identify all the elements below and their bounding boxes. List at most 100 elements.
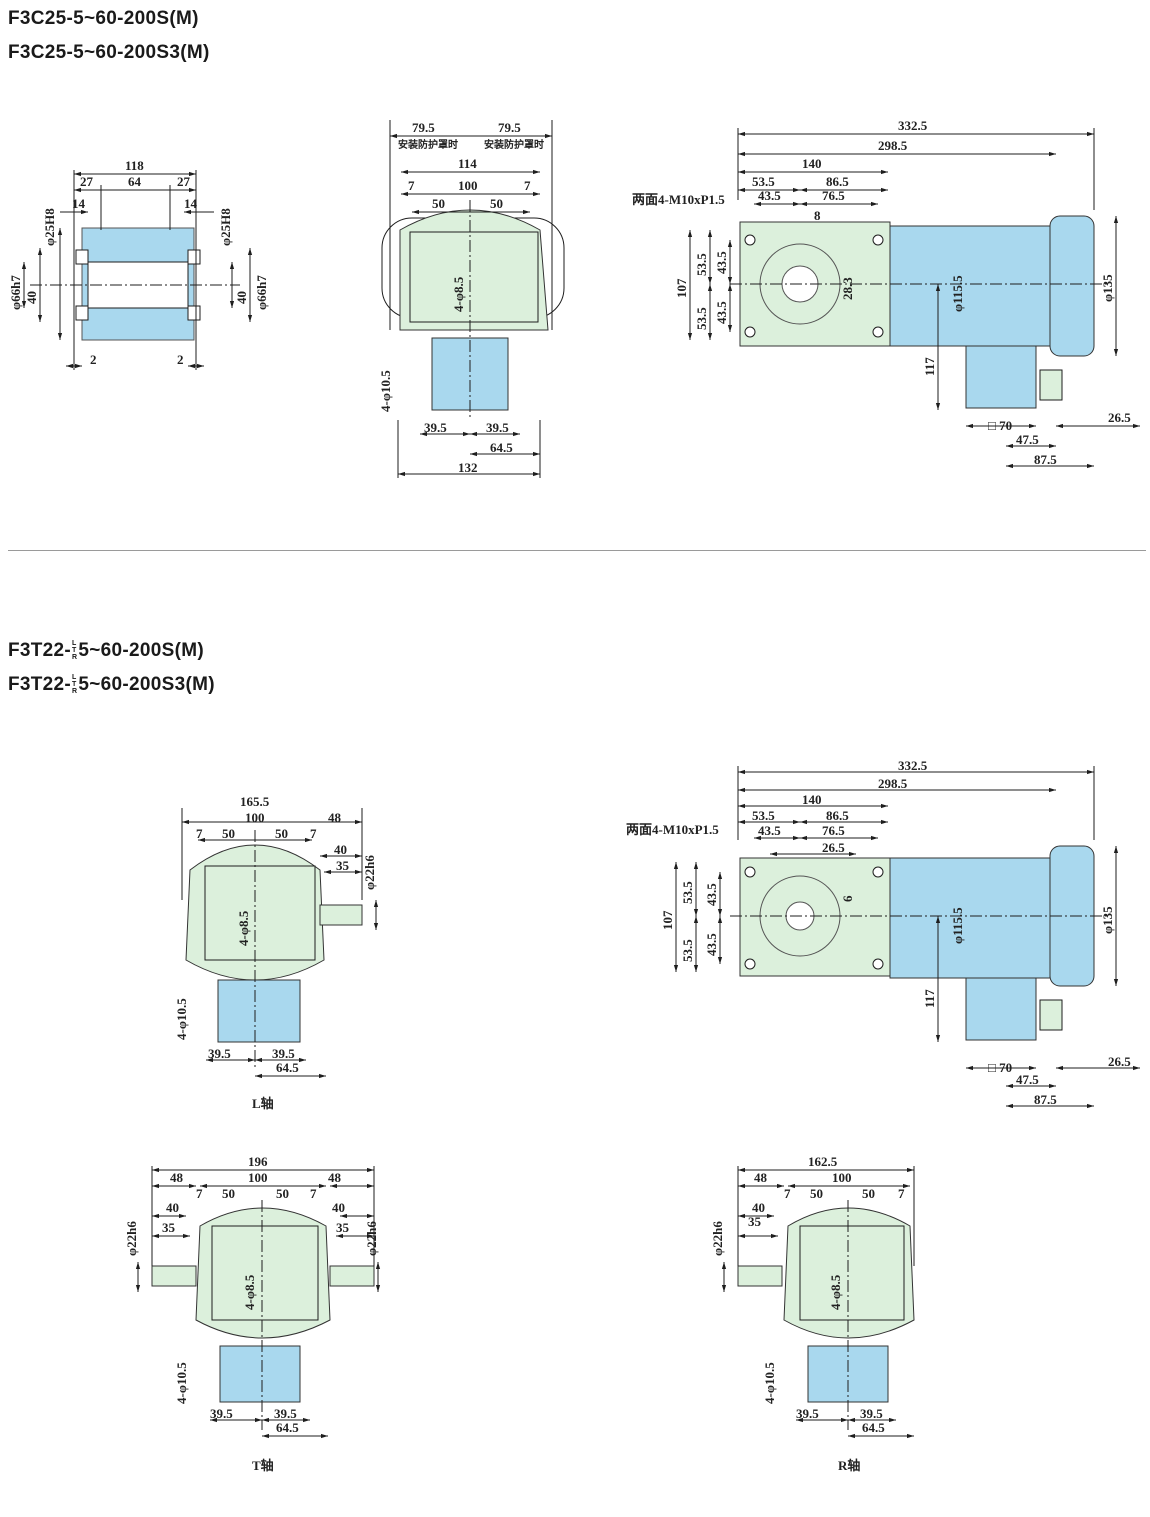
dim-50-l-right: 50 (275, 826, 288, 841)
dim-135-b: φ135 (1100, 906, 1115, 934)
frac-r: R (72, 688, 78, 696)
dim-2-left: 2 (90, 352, 97, 367)
dim-22h6-l: φ22h6 (362, 855, 377, 890)
dim-39-5-t-left: 39.5 (210, 1406, 233, 1421)
label-l-axis: L轴 (252, 1096, 274, 1111)
dim-39-5-l-right: 39.5 (272, 1046, 295, 1061)
dim-4-10-5-t: 4-φ10.5 (174, 1362, 189, 1404)
dim-35-t-left: 35 (162, 1220, 176, 1235)
dim-7-t-left: 7 (196, 1186, 203, 1201)
label-r-axis: R轴 (838, 1458, 860, 1473)
dim-43-5: 43.5 (758, 188, 781, 203)
dim-7-r-right: 7 (898, 1186, 905, 1201)
dim-27-left: 27 (80, 174, 94, 189)
frac-t: T (72, 647, 77, 655)
section1-title-line1: F3C25-5~60-200S(M) (8, 8, 199, 29)
dim-298-5: 298.5 (878, 138, 908, 153)
dim-86-5-b: 86.5 (826, 808, 849, 823)
dim-25H8-right: φ25H8 (218, 208, 233, 246)
dim-35-r: 35 (748, 1214, 762, 1229)
dim-39-5-left: 39.5 (424, 420, 447, 435)
dim-43-5-b-lower: 43.5 (704, 933, 719, 956)
dim-114: 114 (458, 156, 477, 171)
dim-64-5-r: 64.5 (862, 1420, 885, 1435)
title-prefix: F3T22- (8, 640, 72, 661)
dim-298-5-b: 298.5 (878, 776, 908, 791)
dim-7-l-right: 7 (310, 826, 317, 841)
dim-100: 100 (458, 178, 478, 193)
dim-76-5: 76.5 (822, 188, 845, 203)
dim-48-t-right: 48 (328, 1170, 342, 1185)
dim-2-right: 2 (177, 352, 184, 367)
dim-64-5-l: 64.5 (276, 1060, 299, 1075)
dim-53-5-b: 53.5 (752, 808, 775, 823)
label-t-axis: T轴 (252, 1458, 274, 1473)
dim-6-b: 6 (840, 895, 855, 902)
side-view-bottom (673, 766, 1140, 1109)
dim-66h7-right: φ66h7 (254, 275, 269, 310)
hollow-shaft-view (21, 170, 253, 370)
dim-118: 118 (125, 158, 144, 173)
dim-115-5: φ115.5 (950, 275, 965, 312)
dim-7-left: 7 (408, 178, 415, 193)
dim-135: φ135 (1100, 274, 1115, 302)
dim-43-5-b-upper: 43.5 (704, 883, 719, 906)
dim-196: 196 (248, 1154, 268, 1169)
title-suffix: 5~60-200S3(M) (78, 674, 215, 695)
dim-25H8-left: φ25H8 (42, 208, 57, 246)
dim-107: 107 (674, 278, 689, 298)
dim-26-5-b-top: 26.5 (822, 840, 845, 855)
dim-7-r-left: 7 (784, 1186, 791, 1201)
dim-14-left: 14 (72, 196, 86, 211)
dim-26-5-b: 26.5 (1108, 1054, 1131, 1069)
dim-27-right: 27 (177, 174, 191, 189)
dim-35-l: 35 (336, 858, 350, 873)
dim-48-t-left: 48 (170, 1170, 184, 1185)
dim-35-t-right: 35 (336, 1220, 350, 1235)
dim-53-5-b-lower: 53.5 (680, 939, 695, 962)
dim-117: 117 (922, 357, 937, 376)
dim-87-5: 87.5 (1034, 452, 1057, 467)
dim-39-5-l-left: 39.5 (208, 1046, 231, 1061)
side-view-top (687, 128, 1140, 469)
dim-sq70: □ 70 (988, 418, 1012, 433)
dim-50-r-right: 50 (862, 1186, 875, 1201)
dim-8: 8 (814, 208, 821, 223)
dim-64-5: 64.5 (490, 440, 513, 455)
dim-4-8-5-l: 4-φ8.5 (236, 910, 251, 946)
frac-l: L (72, 640, 77, 648)
dim-79-5-left: 79.5 (412, 120, 435, 135)
dim-sq70-b: □ 70 (988, 1060, 1012, 1075)
dim-53-5-b-upper: 53.5 (680, 881, 695, 904)
dim-117-b: 117 (922, 989, 937, 1008)
dim-39-5-t-right: 39.5 (274, 1406, 297, 1421)
dim-100-t: 100 (248, 1170, 268, 1185)
dim-47-5-b: 47.5 (1016, 1072, 1039, 1087)
dim-4-10-5-l: 4-φ10.5 (174, 998, 189, 1040)
dim-79-5-right: 79.5 (498, 120, 521, 135)
dim-4-10-5-r: 4-φ10.5 (762, 1362, 777, 1404)
dim-50-left: 50 (432, 196, 445, 211)
dim-50-t-right: 50 (276, 1186, 289, 1201)
t-axis-view (135, 1166, 381, 1439)
dim-40-t-left: 40 (166, 1200, 179, 1215)
dim-76-5-b: 76.5 (822, 823, 845, 838)
front-view-top (381, 120, 565, 478)
dim-50-t-left: 50 (222, 1186, 235, 1201)
dim-39-5-right: 39.5 (486, 420, 509, 435)
dim-107-b: 107 (660, 910, 675, 930)
dim-22h6-t-right: φ22h6 (364, 1221, 379, 1256)
guard-note-right: 安装防护罩时 (484, 138, 544, 151)
dim-22h6-t-left: φ22h6 (124, 1221, 139, 1256)
title-prefix: F3T22- (8, 674, 72, 695)
dim-64: 64 (128, 174, 142, 189)
dim-48-l: 48 (328, 810, 342, 825)
dim-4-8-5-t: 4-φ8.5 (242, 1274, 257, 1310)
section1-title-line2: F3C25-5~60-200S3(M) (8, 42, 210, 63)
title-suffix: 5~60-200S(M) (78, 640, 204, 661)
dim-4-10-5: 4-φ10.5 (378, 370, 393, 412)
section-separator (8, 550, 1146, 551)
dim-53-5: 53.5 (752, 174, 775, 189)
